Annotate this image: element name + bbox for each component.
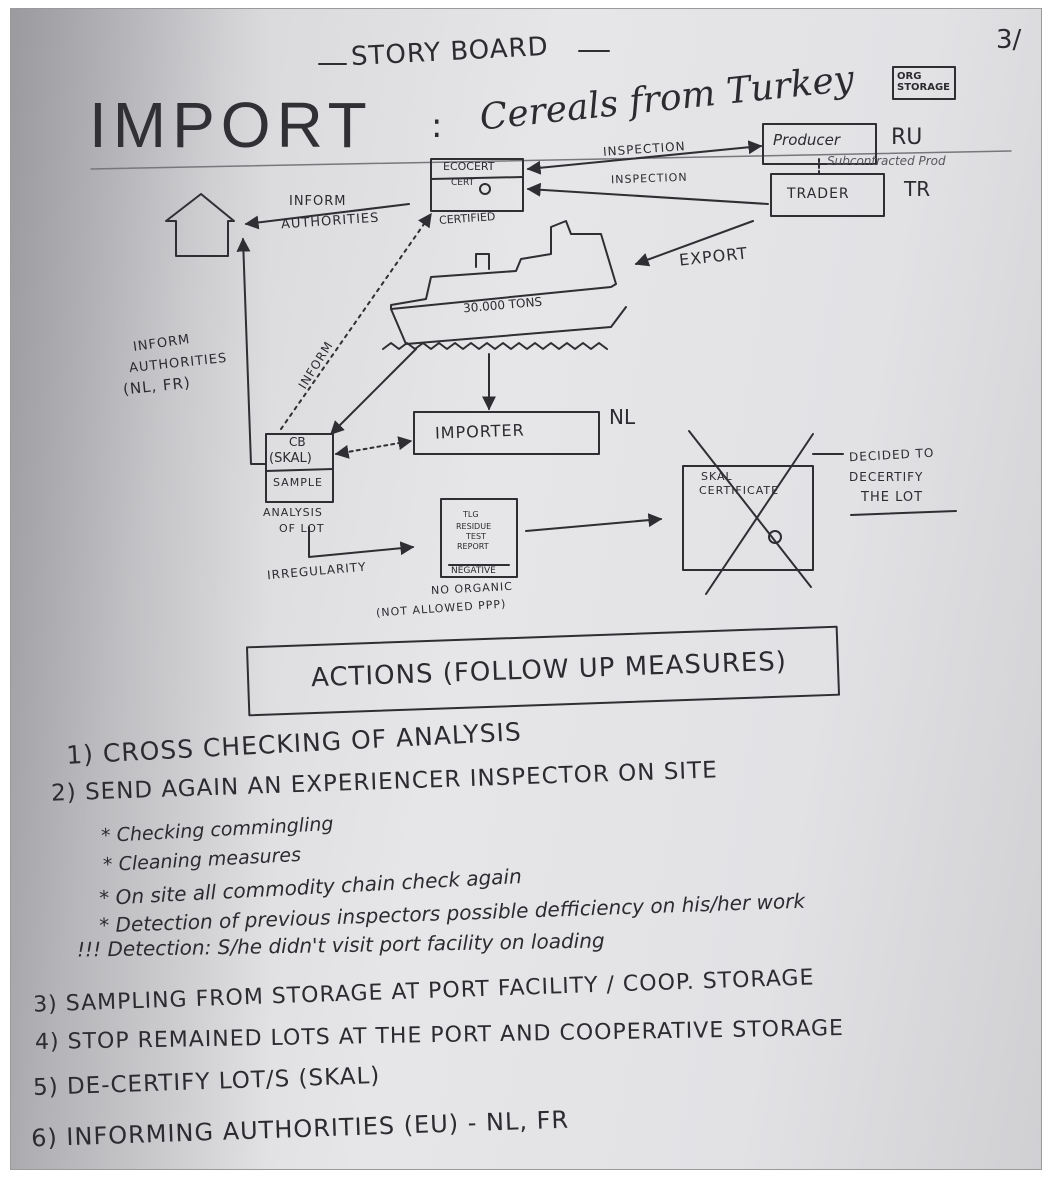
report-label-4: REPORT	[457, 542, 489, 551]
skal-cert-label-1: SKAL	[701, 470, 733, 483]
cross-line-2	[705, 433, 814, 595]
inspection-label-2: INSPECTION	[610, 170, 688, 187]
sample-label: SAMPLE	[273, 476, 323, 489]
decided-label-2: DECERTIFY	[849, 470, 924, 484]
inform-authorities-top-1: INFORM	[289, 194, 347, 209]
skal-label: (SKAL)	[269, 451, 312, 466]
importer-box	[413, 411, 600, 455]
inspection-arrow-1	[526, 140, 763, 175]
ecocert-label: ECOCERT	[443, 160, 495, 173]
export-arrow	[634, 220, 754, 267]
ship-to-cb-arrow	[330, 348, 417, 435]
page-number: 3/	[996, 25, 1022, 55]
tr-label: TR	[904, 177, 931, 201]
report-label-1: TLG	[463, 510, 479, 519]
org-storage-stamp	[892, 66, 956, 100]
shadow-overlay	[11, 9, 271, 1169]
report-label-2: RESIDUE	[456, 522, 492, 531]
report-to-cert-arrow	[525, 513, 663, 532]
ecocert-box	[430, 158, 524, 212]
cb-importer-link	[334, 436, 413, 459]
producer-box	[762, 123, 877, 165]
report-negative-label: NEGATIVE	[451, 566, 496, 576]
report-label-3: TEST	[466, 532, 486, 541]
decided-label-3: THE LOT	[861, 490, 924, 505]
title-colon: :	[431, 106, 443, 146]
cb-to-authorities-arrow	[243, 239, 267, 465]
nl-label: NL	[609, 405, 636, 429]
subcontracted-label: Subcontracted Prod	[827, 154, 946, 168]
cb-label: CB	[289, 435, 306, 449]
inform-dotted-line	[280, 212, 432, 430]
inform-authorities-arrow	[244, 203, 410, 230]
analyses-label-2: OF LOT	[279, 522, 325, 535]
cross-line-1	[688, 430, 812, 588]
sketch-diagram	[90, 50, 1012, 717]
trader-label: TRADER	[787, 186, 850, 202]
skal-cert-label-2: CERTIFICATE	[699, 484, 780, 497]
ecocert-sub-label: CERT	[451, 178, 475, 188]
decided-underline	[850, 510, 957, 516]
certificate-seal-icon	[479, 183, 491, 195]
authority-house-icon	[165, 193, 235, 257]
skal-certificate-box	[682, 465, 814, 571]
storyboard-paper: 3/ STORY BOARD IMPORT : Cereals from Tur…	[10, 8, 1042, 1170]
irregularity-arrow	[308, 526, 415, 558]
waves	[382, 342, 608, 350]
org-storage-stamp-text: ORG STORAGE	[897, 71, 951, 93]
producer-label: Producer	[773, 131, 841, 149]
ru-label: RU	[891, 125, 923, 150]
residue-report-doc	[440, 498, 518, 578]
analyses-label-1: ANALYSIS	[263, 506, 323, 519]
importer-label: IMPORTER	[434, 420, 526, 443]
cargo-ship	[390, 220, 617, 310]
actions-banner-box	[245, 625, 841, 717]
inspection-arrow-2	[526, 182, 769, 205]
import-title: IMPORT	[89, 89, 373, 161]
trader-box	[770, 173, 885, 217]
